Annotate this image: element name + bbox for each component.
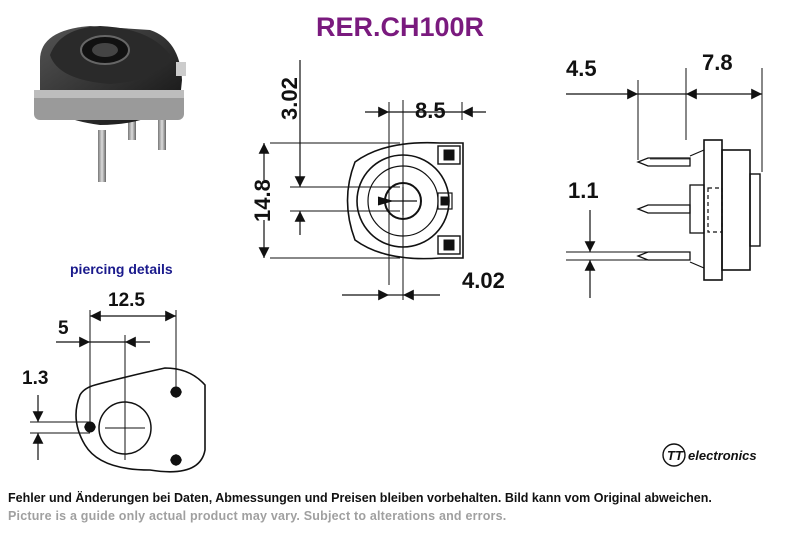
dim-front-height: 14.8: [250, 179, 275, 222]
product-title: RER.CH100R: [315, 12, 485, 42]
product-photo: [34, 26, 186, 182]
dim-pierce-hole: 1.3: [22, 368, 48, 389]
brand-logo: TT electronics: [662, 443, 757, 467]
piercing-dimension-lines: [32, 310, 176, 460]
dim-front-top-offset: 3.02: [277, 77, 302, 120]
brand-name: electronics: [688, 448, 757, 463]
dim-side-left: 4.5: [566, 56, 597, 81]
brand-logo-mark: TT: [667, 448, 684, 463]
dim-side-pin: 1.1: [568, 178, 599, 203]
dim-pierce-width: 12.5: [108, 290, 145, 311]
dim-side-right: 7.8: [702, 50, 733, 75]
piercing-details-label: piercing details: [70, 261, 173, 277]
footer-disclaimer-english: Picture is a guide only actual product m…: [8, 509, 507, 523]
dim-pierce-offset: 5: [58, 318, 69, 339]
dim-front-bottom-offset: 4.02: [462, 268, 505, 293]
footer-disclaimer-german: Fehler und Änderungen bei Daten, Abmessu…: [8, 491, 712, 505]
front-view: [270, 100, 464, 300]
front-dimension-lines: [258, 60, 486, 301]
side-dimension-lines: [566, 88, 762, 298]
piercing-view: [30, 310, 206, 473]
dim-front-width: 8.5: [415, 98, 446, 123]
side-view: [566, 68, 763, 281]
